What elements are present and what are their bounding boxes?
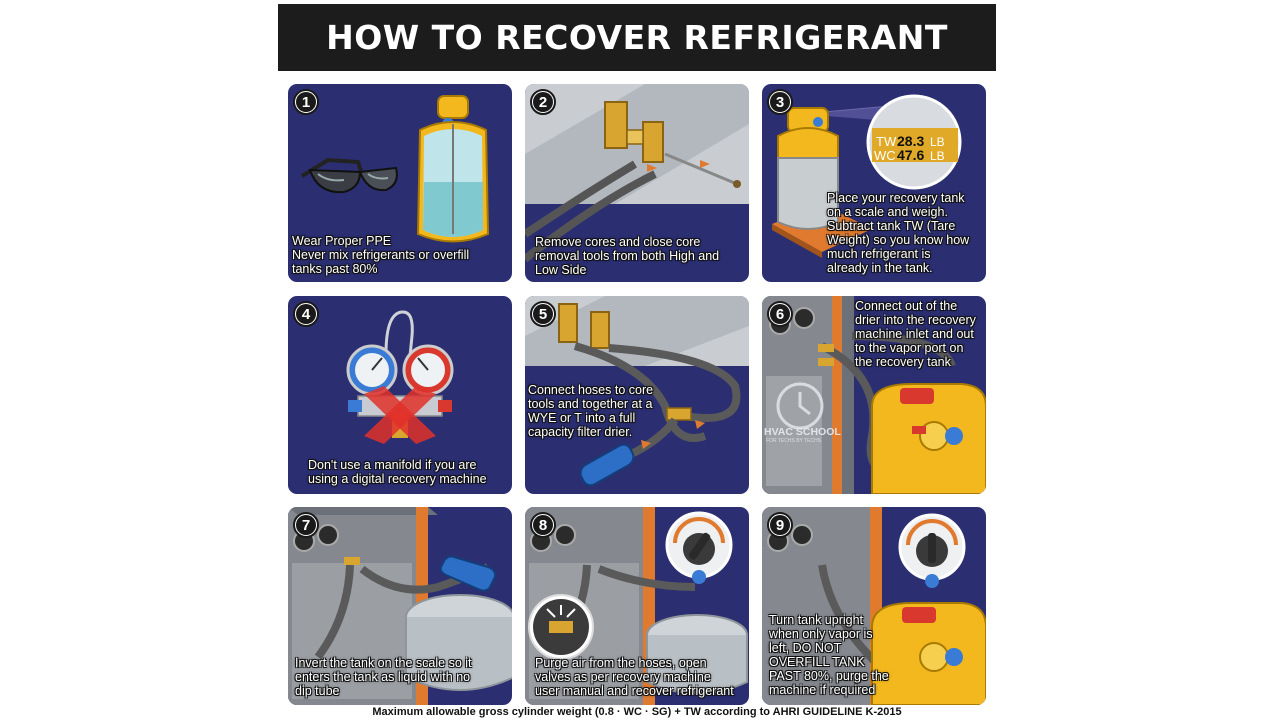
core-removal-tool-icon [525, 84, 749, 263]
step-number-badge: 7 [293, 512, 319, 538]
recovery-machine-icon [762, 507, 895, 705]
cross-out-icon [364, 386, 436, 444]
svg-text:WC: WC [874, 148, 896, 163]
recovery-tank-icon [871, 383, 986, 494]
svg-text:HVAC SCHOOL: HVAC SCHOOL [764, 426, 841, 438]
step-panel-8: 8 Purge air from the hoses, open valves … [525, 507, 749, 705]
filter-drier-icon [579, 443, 635, 487]
svg-text:47.6: 47.6 [897, 147, 924, 163]
svg-text:FOR TECHS BY TECHS: FOR TECHS BY TECHS [766, 438, 822, 444]
step-caption: Place your recovery tank on a scale and … [827, 191, 970, 275]
step-panel-3: TW 28.3 LB WC 47.6 LB 3 Place your recov… [762, 84, 986, 282]
step-caption: Invert the tank on the scale so it enter… [295, 656, 472, 698]
step-number-badge: 4 [293, 301, 319, 327]
svg-text:LB: LB [930, 149, 945, 163]
step-panel-2: 2 Remove cores and close core removal to… [525, 84, 749, 282]
scale-icon [405, 555, 512, 691]
title-bar: HOW TO RECOVER REFRIGERANT [278, 4, 996, 71]
step-number-badge: 5 [530, 301, 556, 327]
footer-note: Maximum allowable gross cylinder weight … [372, 706, 902, 718]
step-panel-7: 7 Invert the tank on the scale so it ent… [288, 507, 512, 705]
cutaway-tank-icon [416, 95, 490, 243]
wye-fitting-icon [525, 296, 749, 465]
step-panel-4: 4 Don't use a manifold if you are using … [288, 296, 512, 494]
dial-icon [898, 513, 966, 588]
step-caption: Don't use a manifold if you are using a … [308, 458, 487, 486]
dial-icon [665, 511, 733, 584]
step-number-badge: 8 [530, 512, 556, 538]
step-panel-9: 9 Turn tank upright when only vapor is l… [762, 507, 986, 705]
step-number-badge: 3 [767, 89, 793, 115]
safety-glasses-icon [300, 157, 398, 194]
recovery-machine-icon [288, 507, 490, 705]
step-panel-6: HVAC SCHOOL FOR TECHS BY TECHS 6 Connect… [762, 296, 986, 494]
step-caption: Connect out of the drier into the recove… [855, 299, 976, 369]
step-number-badge: 2 [530, 89, 556, 115]
step-number-badge: 9 [767, 512, 793, 538]
hvac-school-watermark: HVAC SCHOOL FOR TECHS BY TECHS [764, 382, 841, 444]
recovery-machine-icon [525, 507, 748, 705]
tare-stamp-magnifier: TW 28.3 LB WC 47.6 LB [866, 94, 962, 190]
step-number-badge: 6 [767, 301, 793, 327]
manifold-gauge-icon [346, 310, 454, 438]
step-number-badge: 1 [293, 89, 319, 115]
recovery-tank-icon [871, 602, 986, 705]
svg-text:TW: TW [876, 134, 897, 149]
step-panel-5: 5 Connect hoses to core tools and togeth… [525, 296, 749, 494]
step-panel-1: 1 Wear Proper PPE Never mix refrigerants… [288, 84, 512, 282]
step-caption: Connect hoses to core tools and together… [528, 383, 654, 439]
step-caption: Remove cores and close core removal tool… [535, 235, 720, 277]
step-caption: Wear Proper PPE Never mix refrigerants o… [292, 234, 470, 276]
step-caption: Purge air from the hoses, open valves as… [535, 656, 734, 698]
step-caption: Turn tank upright when only vapor is lef… [769, 613, 889, 697]
svg-text:28.3: 28.3 [897, 133, 924, 149]
svg-text:LB: LB [930, 135, 945, 149]
purge-fitting-icon [528, 594, 594, 660]
page-title: HOW TO RECOVER REFRIGERANT [326, 18, 948, 57]
